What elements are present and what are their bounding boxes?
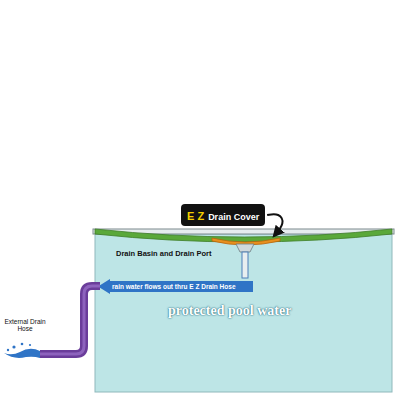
rain-line	[308, 81, 309, 195]
part-label: Drain Basin and Drain Port	[116, 250, 211, 259]
callout-text: Drain Cover	[208, 212, 259, 222]
rain-line	[281, 37, 282, 201]
pool-water	[95, 234, 392, 392]
splash-drop	[29, 344, 31, 346]
splash-drop	[7, 349, 9, 351]
rain-line	[143, 7, 144, 221]
pool-cover	[95, 229, 392, 242]
drain-port	[242, 252, 248, 278]
rain-line	[386, 10, 387, 180]
rain-line	[323, 16, 324, 203]
rain-line	[274, 4, 275, 174]
brand-text: E Z	[187, 210, 204, 222]
rain-line	[205, 38, 206, 207]
rain-line	[179, 32, 180, 162]
rain-line	[239, 77, 240, 183]
rain-line	[119, 39, 120, 171]
rain-line	[110, 48, 111, 156]
callout-box: E Z Drain Cover	[181, 204, 265, 226]
rain-line	[334, 80, 335, 167]
rain-line	[378, 14, 379, 162]
rain-line	[220, 39, 221, 201]
callout-arrow	[267, 214, 282, 236]
rain-line	[187, 34, 188, 156]
rain-lines	[99, 4, 389, 235]
drain-basin	[236, 244, 254, 252]
rain-line	[169, 91, 170, 184]
splash-drop	[21, 343, 24, 346]
external-hose	[40, 286, 100, 354]
rain-line	[137, 16, 138, 192]
rain-line	[212, 22, 213, 184]
rain-line	[290, 88, 291, 150]
rain-line	[300, 42, 301, 157]
water-splash	[4, 343, 40, 358]
rain-line	[128, 9, 129, 187]
rain-line	[359, 7, 360, 171]
rain-line	[232, 31, 233, 183]
flow-label: rain water flows out thru E Z Drain Hose	[112, 281, 236, 292]
external-hose-highlight	[40, 286, 100, 354]
rain-line	[366, 34, 367, 167]
rain-line	[247, 23, 248, 205]
rain-line	[267, 79, 268, 206]
rain-line	[351, 77, 352, 213]
splash-drop	[12, 345, 15, 348]
part-label: External Drain Hose	[4, 318, 46, 333]
drain-hose	[108, 281, 253, 292]
rain-line	[341, 5, 342, 156]
rain-line	[315, 73, 316, 217]
rain-line	[161, 52, 162, 201]
water-label: protected pool water	[168, 303, 291, 319]
rain-line	[152, 42, 153, 222]
rain-line	[195, 82, 196, 186]
rain-line	[101, 52, 102, 158]
rain-line	[255, 71, 256, 214]
splash-body	[4, 349, 40, 358]
